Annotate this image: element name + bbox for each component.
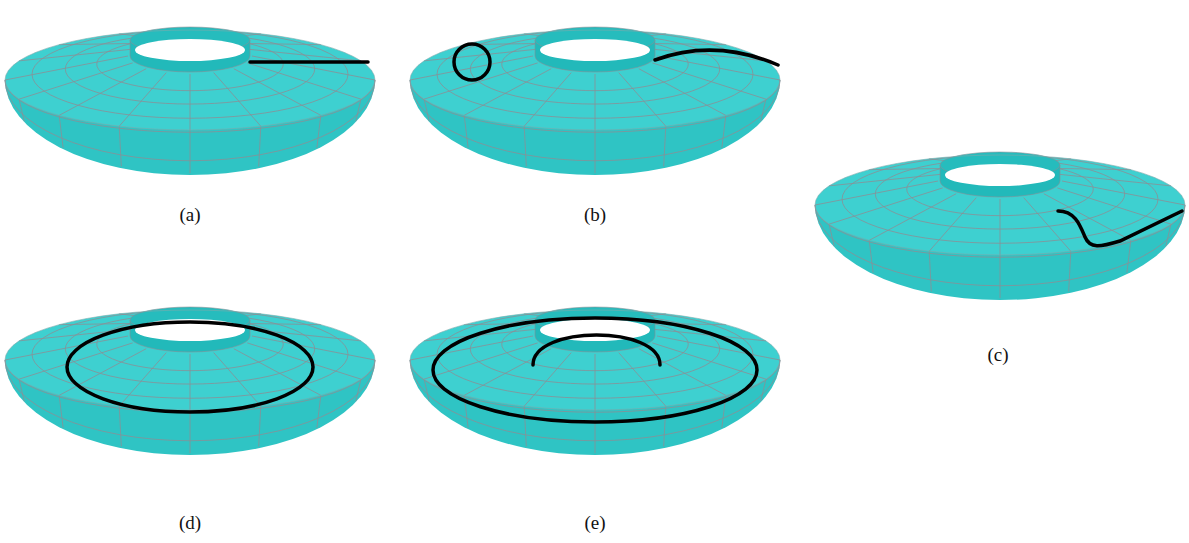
curve-on-torus — [250, 60, 368, 64]
torus-figure — [410, 307, 780, 455]
curve-on-torus — [1058, 211, 1182, 246]
panel-label: (c) — [987, 344, 1008, 366]
panel-label: (a) — [179, 204, 200, 226]
curve-on-torus — [433, 318, 757, 422]
torus-figure — [5, 27, 375, 175]
curve-on-torus — [67, 322, 313, 412]
panel-label: (b) — [584, 204, 606, 226]
panel-label: (e) — [584, 512, 605, 534]
torus-figure — [815, 152, 1185, 300]
torus-figure — [5, 307, 375, 455]
torus-figure — [410, 27, 780, 175]
curve-on-torus — [454, 44, 778, 80]
panel-label: (d) — [179, 512, 201, 534]
